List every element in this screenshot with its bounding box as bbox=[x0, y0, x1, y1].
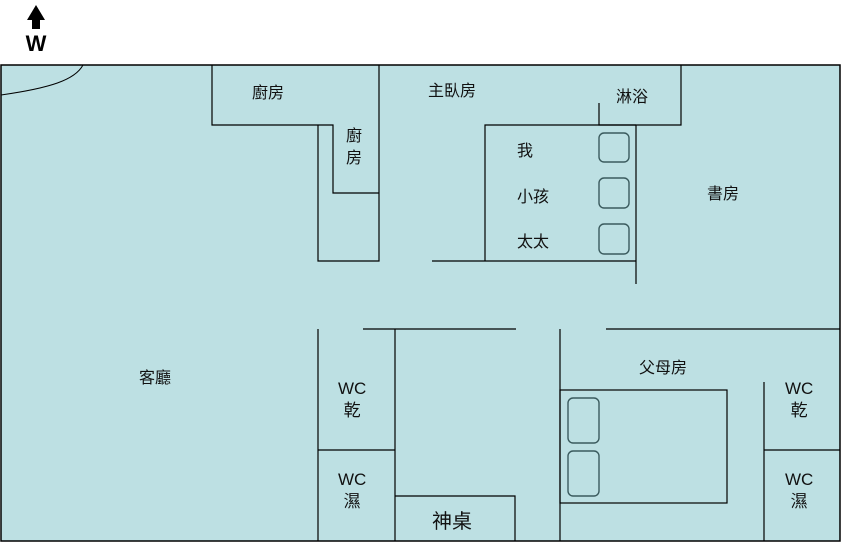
pillow bbox=[598, 223, 630, 255]
bed-label-child: 小孩 bbox=[517, 187, 550, 206]
compass: W bbox=[24, 4, 48, 56]
room-label-kitchen-side: 廚房 bbox=[345, 126, 362, 167]
room-label-altar: 神桌 bbox=[432, 509, 472, 533]
pillow bbox=[567, 397, 600, 444]
shower-wall bbox=[598, 65, 682, 126]
bed-label-me: 我 bbox=[517, 141, 534, 160]
pillow bbox=[598, 132, 630, 163]
pillow bbox=[567, 450, 600, 497]
altar-wall bbox=[395, 495, 516, 541]
floor-outline bbox=[0, 64, 841, 542]
pillow bbox=[598, 177, 630, 209]
room-label-kitchen: 廚房 bbox=[252, 83, 285, 102]
kitchen-side-wall bbox=[317, 65, 380, 262]
room-label-study: 書房 bbox=[707, 184, 740, 203]
compass-direction: W bbox=[25, 31, 47, 56]
room-label-shower: 淋浴 bbox=[616, 87, 649, 106]
up-arrow-icon bbox=[27, 5, 45, 29]
master-bed-wall bbox=[484, 124, 636, 261]
bed-label-wife: 太太 bbox=[517, 232, 550, 251]
room-label-living-room: 客廳 bbox=[139, 368, 172, 387]
door-arc bbox=[0, 64, 84, 96]
kitchen-wall bbox=[211, 65, 379, 194]
parents-bed bbox=[559, 389, 728, 504]
room-label-master-bedroom: 主臥房 bbox=[428, 81, 477, 100]
room-label-parents-room: 父母房 bbox=[639, 358, 688, 377]
